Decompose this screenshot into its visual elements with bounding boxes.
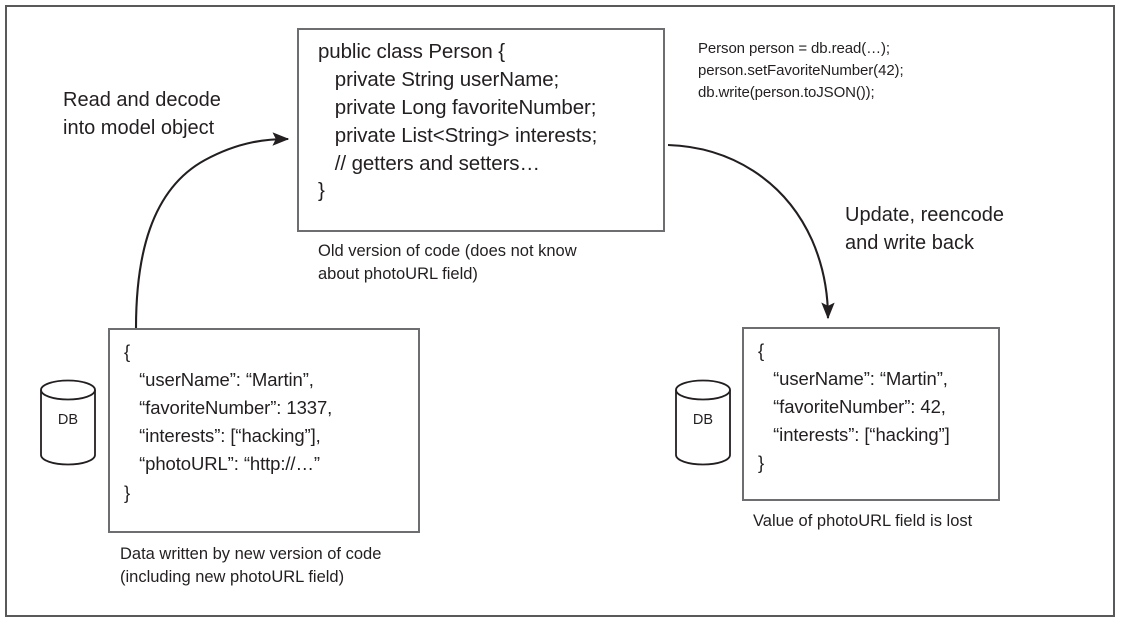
- model-class-code-text: public class Person { private String use…: [318, 40, 598, 203]
- diagram-outer-frame: [5, 5, 1115, 617]
- stored-json-caption: Data written by new version of code (inc…: [120, 545, 382, 587]
- db-cylinder-right-label: DB: [692, 412, 714, 428]
- rewritten-json-caption: Value of photoURL field is lost: [753, 512, 973, 530]
- rewritten-json-text: { “userName”: “Martin”, “favoriteNumber”…: [758, 340, 950, 474]
- read-and-decode-arrow-label: Read and decode into model object: [63, 89, 221, 139]
- stored-json-text: { “userName”: “Martin”, “favoriteNumber”…: [124, 341, 333, 503]
- stored-json-box: [108, 328, 420, 533]
- db-cylinder-left-label: DB: [57, 412, 79, 428]
- model-class-code-caption: Old version of code (does not know about…: [318, 242, 577, 284]
- model-class-code-box: [297, 28, 665, 232]
- rewritten-json-box: [742, 327, 1000, 501]
- application-code-snippet: Person person = db.read(…); person.setFa…: [698, 40, 904, 101]
- update-and-write-back-arrow-label: Update, reencode and write back: [845, 204, 1005, 254]
